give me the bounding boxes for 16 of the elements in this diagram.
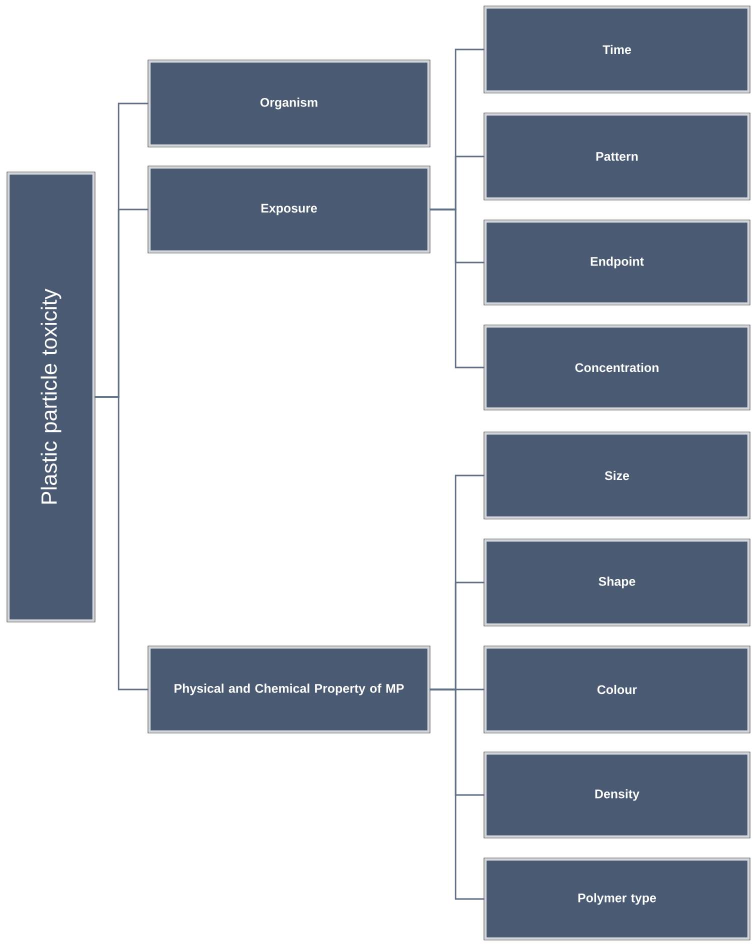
category-box: Shape xyxy=(484,539,750,626)
connector-line xyxy=(94,396,148,690)
category-box: Physical and Chemical Property of MP xyxy=(148,646,430,733)
category-box: Polymer type xyxy=(484,858,750,940)
connector-line xyxy=(430,688,484,900)
category-box: Pattern xyxy=(484,113,750,200)
category-box: Organism xyxy=(148,60,430,147)
category-box: Time xyxy=(484,6,750,93)
title-box: Plastic particle toxicity xyxy=(7,172,95,622)
category-box: Exposure xyxy=(148,166,430,253)
category-box: Endpoint xyxy=(484,220,750,305)
category-box: Concentration xyxy=(484,325,750,410)
connector-line xyxy=(430,208,484,368)
category-box: Size xyxy=(484,432,750,519)
category-box: Colour xyxy=(484,646,750,733)
category-box: Density xyxy=(484,752,750,838)
